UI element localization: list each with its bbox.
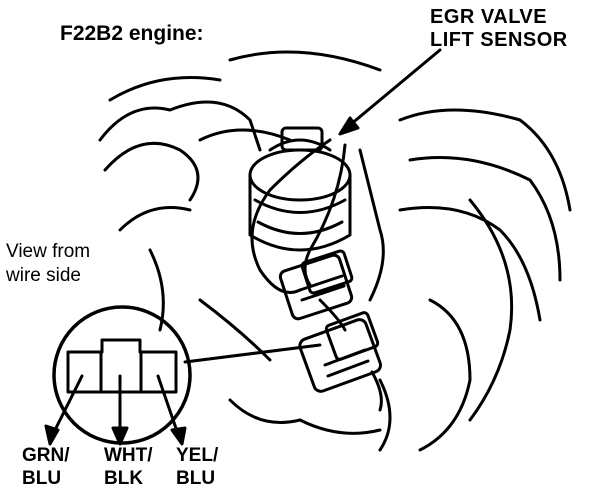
pin-label-wht-blk: WHT/ BLK <box>104 445 153 489</box>
connector-leader-line <box>183 343 322 364</box>
pin-arrows <box>44 374 187 446</box>
sensor-leader-arrow <box>338 48 442 136</box>
connector-face-detail <box>52 305 192 445</box>
engine-label: F22B2 engine: <box>60 22 204 45</box>
engine-outline <box>98 50 572 452</box>
sensor-connector <box>278 249 354 321</box>
harness-connector <box>298 311 383 412</box>
pin-label-grn-blu: GRN/ BLU <box>22 445 70 489</box>
wire-harness <box>250 138 385 332</box>
view-from-wire-side-label: View from wire side <box>6 241 91 286</box>
egr-valve-lift-sensor-label: EGR VALVE LIFT SENSOR <box>430 6 568 51</box>
egr-valve-body <box>248 126 352 252</box>
pin-label-yel-blu: YEL/ BLU <box>176 445 219 489</box>
